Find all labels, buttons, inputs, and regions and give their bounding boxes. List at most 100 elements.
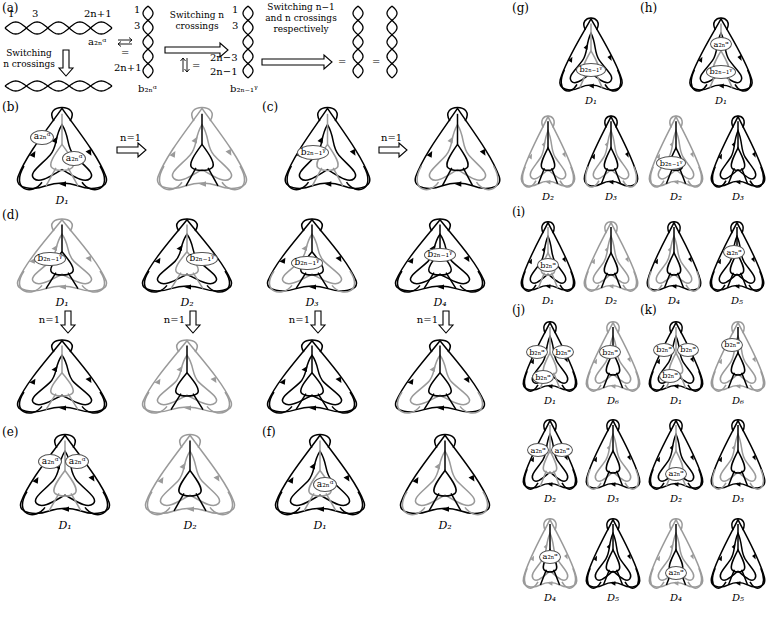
diagram-name: D₂	[438, 519, 451, 532]
knot-strand	[711, 520, 764, 587]
knot-diagram	[142, 219, 231, 292]
orientation-arrow	[51, 365, 60, 372]
knot-diagram	[142, 340, 231, 413]
tangle-label: b₂ₙ₋₁ᵞ	[580, 65, 603, 74]
tangle-label: a₂ₙᵅ	[34, 132, 50, 142]
math-label: a₂ₙᵅ	[88, 36, 106, 48]
knot-strand	[144, 271, 167, 292]
knot-diagram	[649, 519, 702, 588]
twist-strand	[387, 6, 397, 78]
math-label: 2n−1	[210, 66, 238, 78]
diagram-name: D₂	[180, 296, 193, 309]
tangle-label: a₂ₙᵅ	[669, 469, 684, 478]
tangle-label: b₂ₙ₋₁ᵞ	[660, 159, 683, 168]
tangle-circle: b₂ₙ₋₁ᵞ	[34, 252, 66, 267]
knot-strand	[142, 220, 231, 291]
knot-strand	[400, 435, 489, 513]
knot-strand	[457, 114, 459, 145]
knot-strand	[610, 227, 612, 253]
knot-strand	[731, 353, 745, 375]
knot-strand	[735, 70, 751, 91]
twist-strand	[353, 6, 363, 78]
tangle-circle: b₂ₙᵅ	[526, 345, 548, 359]
orientation-arrow	[611, 384, 615, 389]
math-label: n=1	[289, 314, 310, 326]
knot-strand	[332, 392, 355, 413]
math-label: =	[121, 47, 129, 59]
orientation-arrow	[668, 245, 673, 252]
knot-strand	[711, 117, 764, 186]
diagram-name: D₂	[605, 295, 617, 307]
orientation-arrow	[698, 56, 704, 63]
knot-strand	[649, 117, 702, 186]
orientation-arrow	[429, 365, 438, 372]
orientation-arrow	[656, 554, 661, 561]
tangle-circle: a₂ₙᵅ	[65, 454, 88, 469]
knot-diagram	[584, 222, 637, 291]
orientation-arrow	[412, 476, 421, 484]
knot-diagram	[649, 420, 702, 489]
knot-strand	[711, 421, 764, 488]
knot-strand	[666, 168, 672, 184]
math-label: b₂ₙ₋₁ᵞ	[230, 83, 258, 95]
knot-strand	[447, 144, 468, 170]
orientation-arrow	[591, 257, 596, 264]
knot-diagram	[17, 108, 106, 190]
orientation-arrow	[562, 152, 567, 159]
orientation-arrow	[279, 378, 288, 385]
knot-strand	[318, 394, 328, 410]
orientation-arrow	[225, 149, 234, 157]
orientation-arrow	[627, 554, 632, 561]
tangle-circle: b₂ₙᵅ	[653, 343, 675, 357]
tangle-circle: b₂ₙ₋₁ᵞ	[424, 248, 456, 263]
knot-strand	[675, 425, 677, 451]
math-label: 1	[8, 8, 14, 20]
tangle-circle: b₂ₙᵅ	[599, 345, 621, 359]
orientation-arrow	[654, 257, 659, 264]
orientation-arrow	[605, 140, 610, 147]
knot-strand	[728, 168, 734, 184]
knot-strand	[186, 346, 188, 373]
knot-strand	[710, 223, 763, 290]
knot-strand	[395, 341, 484, 412]
knot-strand	[210, 492, 233, 515]
orientation-arrow	[427, 150, 435, 158]
orientation-arrow	[751, 257, 756, 264]
math-label: 1	[232, 4, 238, 16]
knot-strand	[179, 470, 202, 496]
orientation-arrow	[442, 507, 449, 512]
orientation-arrow	[301, 244, 310, 251]
orientation-arrow	[29, 150, 38, 158]
knot-strand	[561, 70, 577, 91]
orientation-arrow	[690, 455, 695, 462]
knot-strand	[560, 167, 574, 187]
panel-letter: (d)	[2, 208, 19, 222]
knot-strand	[649, 323, 702, 390]
tangle-circle: a₂ₙᵅ	[313, 477, 336, 492]
math-label: =	[338, 56, 346, 68]
knot-strand	[686, 271, 700, 291]
orientation-arrow	[735, 284, 739, 289]
knot-strand	[675, 121, 677, 148]
knot-strand	[610, 121, 612, 148]
knot-strand	[523, 520, 576, 587]
knot-strand	[700, 33, 741, 82]
knot-strand	[623, 271, 637, 291]
knot-strand	[728, 570, 734, 585]
knot-diagram	[521, 222, 574, 291]
knot-strand	[287, 166, 308, 190]
knot-strand	[82, 271, 105, 292]
orientation-arrow	[589, 84, 594, 89]
orientation-arrow	[62, 507, 69, 512]
knot-strand	[318, 273, 328, 289]
knot-strand	[750, 568, 764, 588]
knot-strand	[186, 225, 188, 252]
knot-strand	[720, 336, 756, 383]
knot-strand	[711, 323, 764, 390]
knot-strand	[144, 392, 167, 413]
knot-strand	[649, 421, 702, 488]
knot-strand	[296, 394, 306, 410]
knot-strand	[186, 168, 196, 186]
knot-strand	[174, 493, 184, 511]
tangle-label: a₂ₙᵅ	[317, 480, 333, 490]
